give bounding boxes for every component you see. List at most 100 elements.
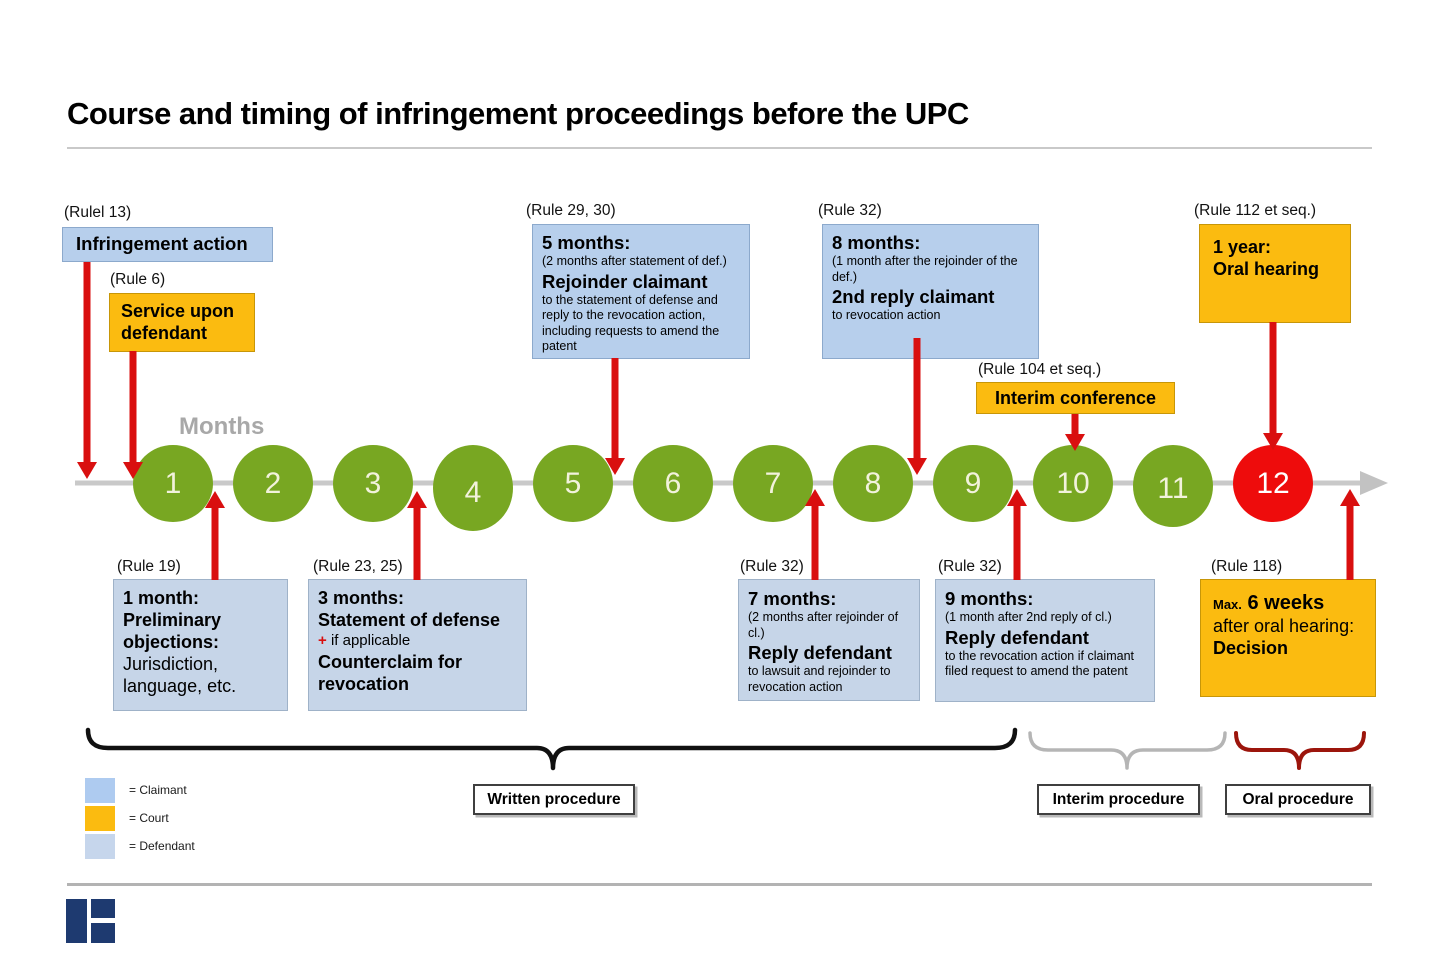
rule-label-32-top: (Rule 32)	[818, 202, 882, 219]
rule-label-6: (Rule 6)	[110, 271, 166, 288]
interim-procedure-label: Interim procedure	[1052, 790, 1185, 808]
timeline-month-8: 8	[833, 445, 913, 522]
interim-procedure-label-box: Interim procedure	[1037, 784, 1200, 815]
rule-label-118: (Rule 118)	[1211, 558, 1283, 575]
timeline-month-3: 3	[333, 445, 413, 522]
oral-hearing-box: 1 year: Oral hearing	[1199, 224, 1351, 323]
reply-defendant-7-box: 7 months: (2 months after rejoinder of c…	[738, 579, 920, 701]
second-reply-sub: (1 month after the rejoinder of the def.…	[832, 254, 1018, 284]
timeline-month-12: 12	[1233, 445, 1313, 522]
defense-plus-line: + if applicable	[318, 631, 517, 651]
oral-hearing-line2: Oral hearing	[1213, 259, 1320, 279]
reply7-body: to lawsuit and rejoinder to revocation a…	[748, 664, 891, 694]
decision-line2: after oral hearing:	[1213, 616, 1355, 636]
oral-procedure-label: Oral procedure	[1242, 790, 1354, 808]
legend-defendant-label: = Defendant	[129, 839, 195, 853]
defense-plus-text: if applicable	[330, 632, 411, 649]
legend-defendant-swatch	[85, 834, 115, 859]
rule-label-32-b: (Rule 32)	[740, 558, 804, 575]
rule-label-104: (Rule 104 et seq.)	[978, 361, 1102, 378]
rejoinder-heading: 5 months:	[542, 232, 631, 253]
preliminary-heading: 1 month:	[123, 588, 199, 608]
service-upon-defendant-label: Service upon defendant	[121, 301, 235, 343]
timeline-month-2: 2	[233, 445, 313, 522]
reply7-title: Reply defendant	[748, 642, 892, 663]
timeline-arrowhead-icon	[1360, 471, 1388, 495]
second-reply-claimant-box: 8 months: (1 month after the rejoinder o…	[822, 224, 1039, 359]
written-procedure-label-box: Written procedure	[473, 784, 635, 815]
service-upon-defendant-box: Service upon defendant	[109, 293, 255, 352]
timeline-month-6: 6	[633, 445, 713, 522]
arrowhead-second-reply-icon	[907, 458, 927, 475]
decision-max: Max.	[1213, 597, 1242, 612]
reply9-heading: 9 months:	[945, 588, 1034, 609]
legend-claimant-swatch	[85, 778, 115, 803]
page-title: Course and timing of infringement procee…	[67, 96, 969, 131]
arrowhead-service-icon	[123, 462, 143, 479]
plus-icon: +	[318, 632, 327, 649]
decision-line1: Max. 6 weeks	[1213, 592, 1375, 615]
logo-icon	[91, 899, 115, 918]
preliminary-body: Jurisdiction, language, etc.	[123, 654, 237, 696]
rule-label-29-30: (Rule 29, 30)	[526, 202, 616, 219]
footer-divider	[67, 883, 1372, 886]
rule-label-19: (Rule 19)	[117, 558, 181, 575]
interim-conference-label: Interim conference	[994, 388, 1157, 408]
rule-label-32-c: (Rule 32)	[938, 558, 1002, 575]
reply9-title: Reply defendant	[945, 626, 1089, 648]
oral-procedure-brace	[1234, 731, 1366, 770]
rule-label-13: (Rulel 13)	[64, 204, 132, 221]
months-axis-label: Months	[179, 413, 265, 440]
reply9-body: to the revocation action if claimant fil…	[945, 648, 1134, 679]
timeline-month-10: 10	[1033, 445, 1113, 522]
arrowhead-reply7-icon	[805, 489, 825, 506]
interim-procedure-brace	[1028, 731, 1227, 770]
written-procedure-label: Written procedure	[487, 790, 621, 808]
defense-heading: 3 months:	[318, 588, 405, 608]
rejoinder-body: to the statement of defense and reply to…	[542, 292, 720, 354]
arrowhead-decision-icon	[1340, 489, 1360, 506]
defense-title2: Counterclaim for revocation	[318, 652, 463, 694]
defense-title: Statement of defense	[318, 610, 501, 630]
logo-icon	[66, 899, 87, 943]
logo-icon	[91, 923, 115, 943]
rejoinder-claimant-box: 5 months: (2 months after statement of d…	[532, 224, 750, 359]
oral-hearing-line1: 1 year:	[1213, 237, 1272, 257]
preliminary-title: Preliminary objections:	[123, 610, 222, 652]
legend-court-label: = Court	[129, 811, 169, 825]
rejoinder-title: Rejoinder claimant	[542, 270, 708, 292]
timeline-month-11: 11	[1133, 445, 1213, 527]
timeline-month-1: 1	[133, 445, 213, 522]
rejoinder-sub: (2 months after statement of def.)	[542, 254, 727, 268]
arrowhead-infringement-icon	[77, 462, 97, 479]
title-divider	[67, 147, 1372, 149]
reply7-sub: (2 months after rejoinder of cl.)	[748, 610, 899, 640]
timeline-month-9: 9	[933, 445, 1013, 522]
arrowhead-reply9-icon	[1007, 489, 1027, 506]
written-procedure-brace	[85, 727, 1018, 771]
infringement-action-label: Infringement action	[76, 233, 248, 254]
preliminary-objections-box: 1 month: Preliminary objections: Jurisdi…	[113, 579, 288, 711]
statement-of-defense-box: 3 months: Statement of defense + if appl…	[308, 579, 527, 711]
decision-line3: Decision	[1213, 638, 1289, 658]
red-arrows	[77, 262, 1360, 580]
second-reply-title: 2nd reply claimant	[832, 286, 995, 307]
decision-box: Max. 6 weeks after oral hearing: Decisio…	[1200, 579, 1376, 697]
oral-procedure-label-box: Oral procedure	[1225, 784, 1371, 815]
second-reply-body: to revocation action	[832, 308, 941, 322]
second-reply-heading: 8 months:	[832, 232, 921, 253]
timeline-month-4: 4	[433, 445, 513, 531]
arrowhead-defense-icon	[407, 491, 427, 508]
infringement-action-box: Infringement action	[62, 227, 273, 262]
timeline-month-5: 5	[533, 445, 613, 522]
arrowhead-preliminary-icon	[205, 491, 225, 508]
arrowhead-oral-hearing-icon	[1263, 433, 1283, 450]
timeline-month-7: 7	[733, 445, 813, 522]
rule-label-112: (Rule 112 et seq.)	[1194, 202, 1317, 219]
rule-label-23-25: (Rule 23, 25)	[313, 558, 403, 575]
arrowhead-interim-icon	[1065, 434, 1085, 451]
reply9-sub: (1 month after 2nd reply of cl.)	[945, 610, 1112, 624]
legend-claimant-label: = Claimant	[129, 783, 187, 797]
